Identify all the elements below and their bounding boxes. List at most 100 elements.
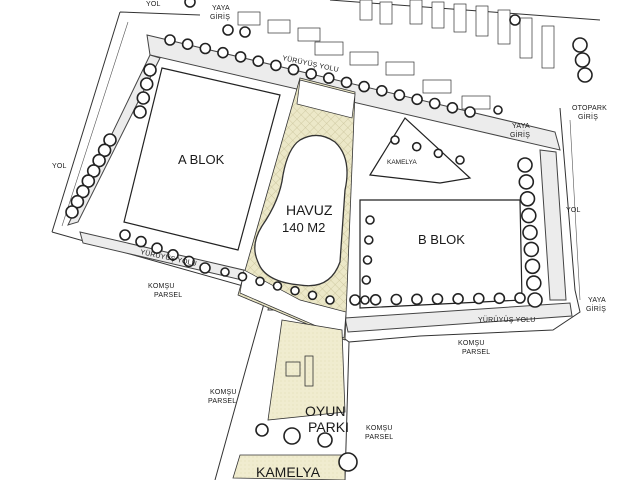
label-yaya-3: YAYA (588, 297, 606, 304)
label-komsu-2: KOMŞU (458, 340, 485, 347)
label-b-blok: B BLOK (418, 232, 465, 247)
tree-icon (358, 80, 370, 93)
tree-icon (184, 0, 196, 8)
tree-icon (452, 292, 464, 305)
tree-icon (76, 184, 90, 199)
tree-icon (411, 293, 423, 306)
tree-icon (572, 37, 588, 53)
tree-icon (143, 63, 157, 77)
play-equipment (285, 361, 301, 377)
tree-icon (525, 275, 542, 291)
label-yaya-2: YAYA (512, 123, 530, 130)
tree-icon (393, 89, 406, 101)
label-havuz-area: 140 M2 (282, 220, 325, 235)
tree-icon (523, 241, 540, 258)
tree-icon (574, 52, 591, 68)
tree-icon (183, 255, 195, 268)
label-kamelya-top: KAMELYA (387, 159, 417, 166)
tree-icon (472, 292, 485, 305)
tree-icon (455, 155, 465, 165)
tree-icon (136, 91, 151, 105)
label-komsu-3: KOMŞU (210, 389, 237, 396)
tree-icon (518, 174, 535, 190)
tree-icon (390, 135, 400, 145)
tree-icon (70, 194, 85, 209)
tree-icon (365, 215, 375, 225)
tree-icon (522, 224, 538, 241)
top-parking (237, 0, 555, 110)
tree-icon (322, 72, 335, 84)
tree-icon (411, 93, 423, 106)
label-parsel-1: PARSEL (154, 292, 182, 299)
label-otopark: OTOPARK (572, 105, 607, 112)
tree-icon (509, 14, 521, 26)
tree-icon (360, 295, 370, 305)
tree-icon (135, 235, 147, 248)
tree-icon (217, 46, 229, 59)
trees (65, 0, 593, 472)
kamelya-top-pavilion (368, 117, 472, 184)
tree-icon (97, 143, 112, 158)
tree-icon (164, 34, 176, 46)
tree-icon (255, 276, 265, 287)
lower-area (232, 319, 346, 480)
tree-icon (220, 267, 230, 277)
tree-icon (119, 229, 131, 241)
tree-icon (519, 191, 536, 207)
label-parsel-4: PARSEL (365, 434, 393, 441)
tree-icon (287, 63, 300, 76)
tree-icon (527, 292, 543, 308)
tree-icon (65, 205, 79, 219)
label-komsu-1: KOMŞU (148, 283, 175, 290)
tree-icon (222, 24, 234, 36)
tree-icon (92, 153, 106, 168)
label-oyun: OYUN (305, 403, 345, 419)
tree-icon (493, 292, 506, 305)
tree-icon (199, 42, 212, 55)
tree-icon (325, 295, 335, 305)
label-yuruyus-right: YÜRÜYÜŞ YOLU (478, 316, 536, 324)
tree-icon (428, 97, 441, 110)
tree-icon (340, 76, 353, 89)
label-giris-1: GİRİŞ (210, 12, 230, 21)
tree-icon (520, 207, 537, 224)
tree-icon (361, 275, 372, 285)
tree-icon (317, 432, 333, 448)
label-havuz: HAVUZ (286, 202, 333, 218)
tree-icon (390, 293, 403, 306)
tree-icon (283, 427, 301, 445)
tree-icon (290, 285, 300, 296)
pool (254, 134, 348, 287)
tree-icon (252, 55, 265, 68)
tree-icon (305, 68, 318, 80)
tree-icon (103, 133, 117, 147)
tree-icon (524, 258, 541, 275)
tree-icon (493, 105, 503, 115)
label-komsu-4: KOMŞU (366, 425, 393, 432)
label-parsel-3: PARSEL (208, 398, 236, 405)
tree-icon (431, 293, 444, 305)
label-giris-3: GİRİŞ (586, 304, 606, 313)
tree-icon (446, 102, 459, 114)
label-parki: PARKI (308, 419, 349, 435)
tree-icon (362, 255, 373, 265)
tree-icon (139, 77, 154, 91)
tree-icon (199, 262, 211, 274)
building-b (359, 199, 523, 309)
tree-icon (272, 281, 283, 291)
label-yol-top: YOL (146, 1, 161, 8)
tree-icon (270, 59, 282, 72)
tree-icon (307, 290, 318, 301)
central-court (237, 77, 356, 341)
building-a-outline (123, 67, 281, 251)
label-yol-right: YOL (566, 207, 581, 214)
tree-icon (237, 271, 248, 282)
tree-icon (86, 164, 101, 178)
label-yol-left: YOL (52, 163, 67, 170)
tree-icon (433, 148, 444, 159)
tree-icon (234, 51, 247, 63)
label-giris-2: GİRİŞ (510, 130, 530, 139)
tree-icon (151, 242, 163, 254)
tree-icon (464, 106, 476, 118)
